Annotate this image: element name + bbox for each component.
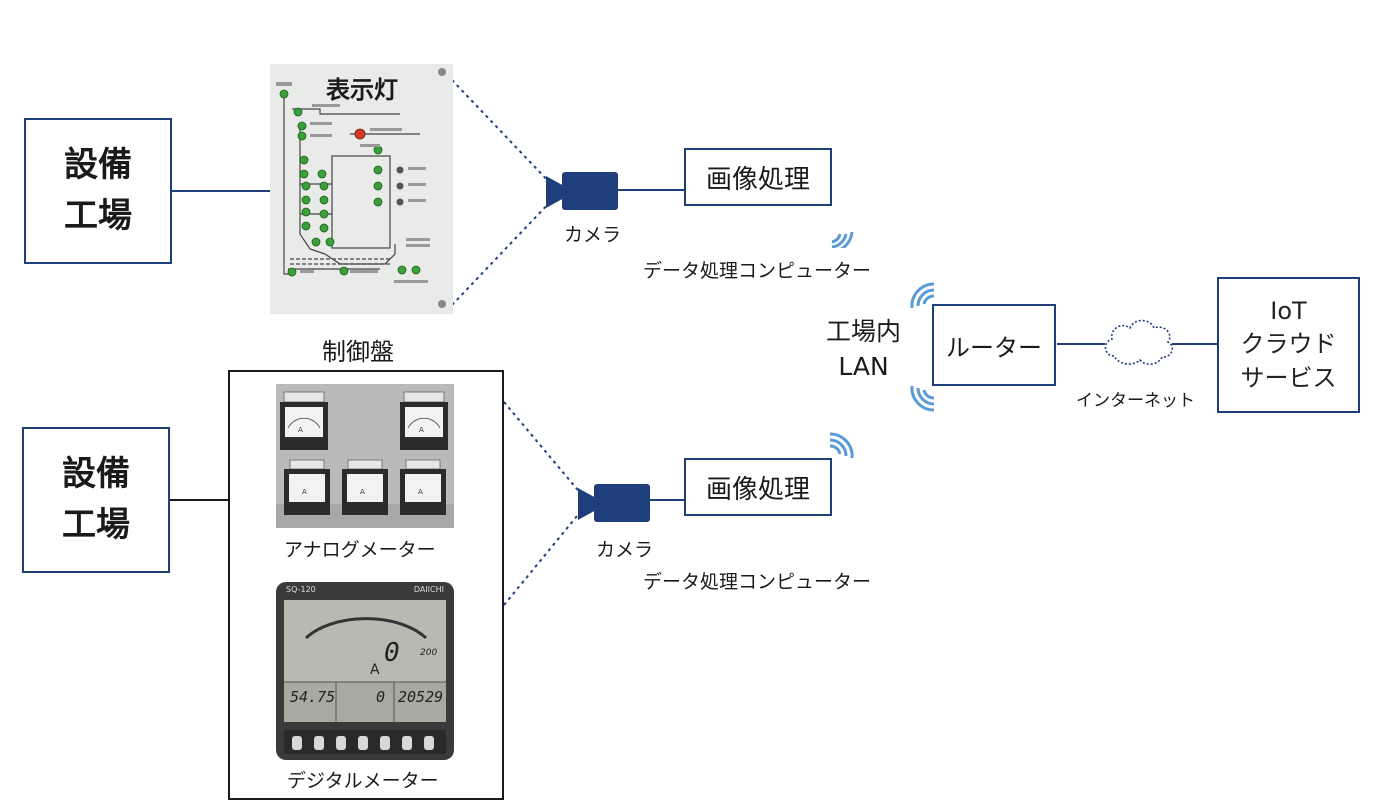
- camera-icon-top: [546, 172, 620, 214]
- control-panel-frame: [228, 370, 504, 800]
- svg-text:A: A: [302, 488, 307, 496]
- digital-meter-kw: 0: [376, 688, 386, 706]
- factory-bottom-line1: 設備: [62, 454, 130, 494]
- iot-cloud-service-box: IoT クラウド サービス: [1217, 277, 1360, 413]
- camera-label-bottom: カメラ: [596, 539, 654, 561]
- image-processing-label-top: 画像処理: [705, 164, 810, 195]
- internet-label: インターネット: [1076, 391, 1195, 411]
- analog-meter-photo: A A A A A: [276, 384, 454, 528]
- camera-icon-bottom: [578, 484, 652, 526]
- digital-meter-brand-right: DAIICHI: [413, 585, 444, 594]
- digital-meter-photo: SQ-120 DAIICHI 0 200 A 54.75 0 20529: [276, 582, 454, 760]
- wifi-icon-router-top: [908, 282, 940, 320]
- control-panel-title: 制御盤: [322, 338, 394, 366]
- iot-line1: IoT: [1270, 296, 1307, 325]
- digital-meter-reading-small: 200: [420, 648, 438, 658]
- digital-meter-brand-left: SQ-120: [286, 585, 316, 594]
- wifi-icon-top: [826, 216, 858, 254]
- lan-label-line2: LAN: [838, 352, 889, 381]
- data-processing-caption-bottom: データ処理コンピューター: [643, 571, 872, 593]
- indicator-title: 表示灯: [326, 76, 398, 104]
- router-label: ルーター: [946, 333, 1042, 362]
- digital-meter-kwh: 20529: [398, 688, 444, 706]
- internet-cloud-icon: [1100, 312, 1176, 376]
- digital-meter-reading-main: 0: [384, 638, 400, 668]
- data-processing-caption-top: データ処理コンピューター: [643, 260, 872, 282]
- router-box: ルーター: [932, 304, 1056, 386]
- digital-meter-voltage: 54.75: [290, 688, 336, 706]
- factory-box-bottom: 設備 工場: [22, 427, 170, 573]
- image-processing-label-bottom: 画像処理: [705, 474, 810, 505]
- iot-line3: サービス: [1240, 363, 1337, 392]
- lan-label-line1: 工場内: [826, 317, 902, 346]
- svg-text:A: A: [419, 426, 424, 434]
- indicator-panel-photo: [270, 64, 453, 314]
- wifi-icon-bottom: [826, 430, 858, 466]
- analog-meter-label: アナログメーター: [284, 539, 436, 561]
- image-processing-box-bottom: 画像処理: [684, 458, 832, 516]
- digital-meter-label: デジタルメーター: [287, 770, 439, 792]
- iot-line2: クラウド: [1240, 330, 1337, 359]
- factory-top-line1: 設備: [64, 145, 132, 185]
- wifi-icon-router-bottom: [908, 378, 940, 416]
- factory-bottom-line2: 工場: [62, 505, 130, 545]
- svg-text:A: A: [298, 426, 303, 434]
- image-processing-box-top: 画像処理: [684, 148, 832, 206]
- factory-top-line2: 工場: [64, 196, 132, 236]
- factory-box-top: 設備 工場: [24, 118, 172, 264]
- digital-meter-unit: A: [370, 662, 380, 678]
- lan-label: 工場内 LAN: [826, 314, 901, 384]
- svg-text:A: A: [418, 488, 423, 496]
- svg-text:A: A: [360, 488, 365, 496]
- camera-label-top: カメラ: [564, 224, 622, 246]
